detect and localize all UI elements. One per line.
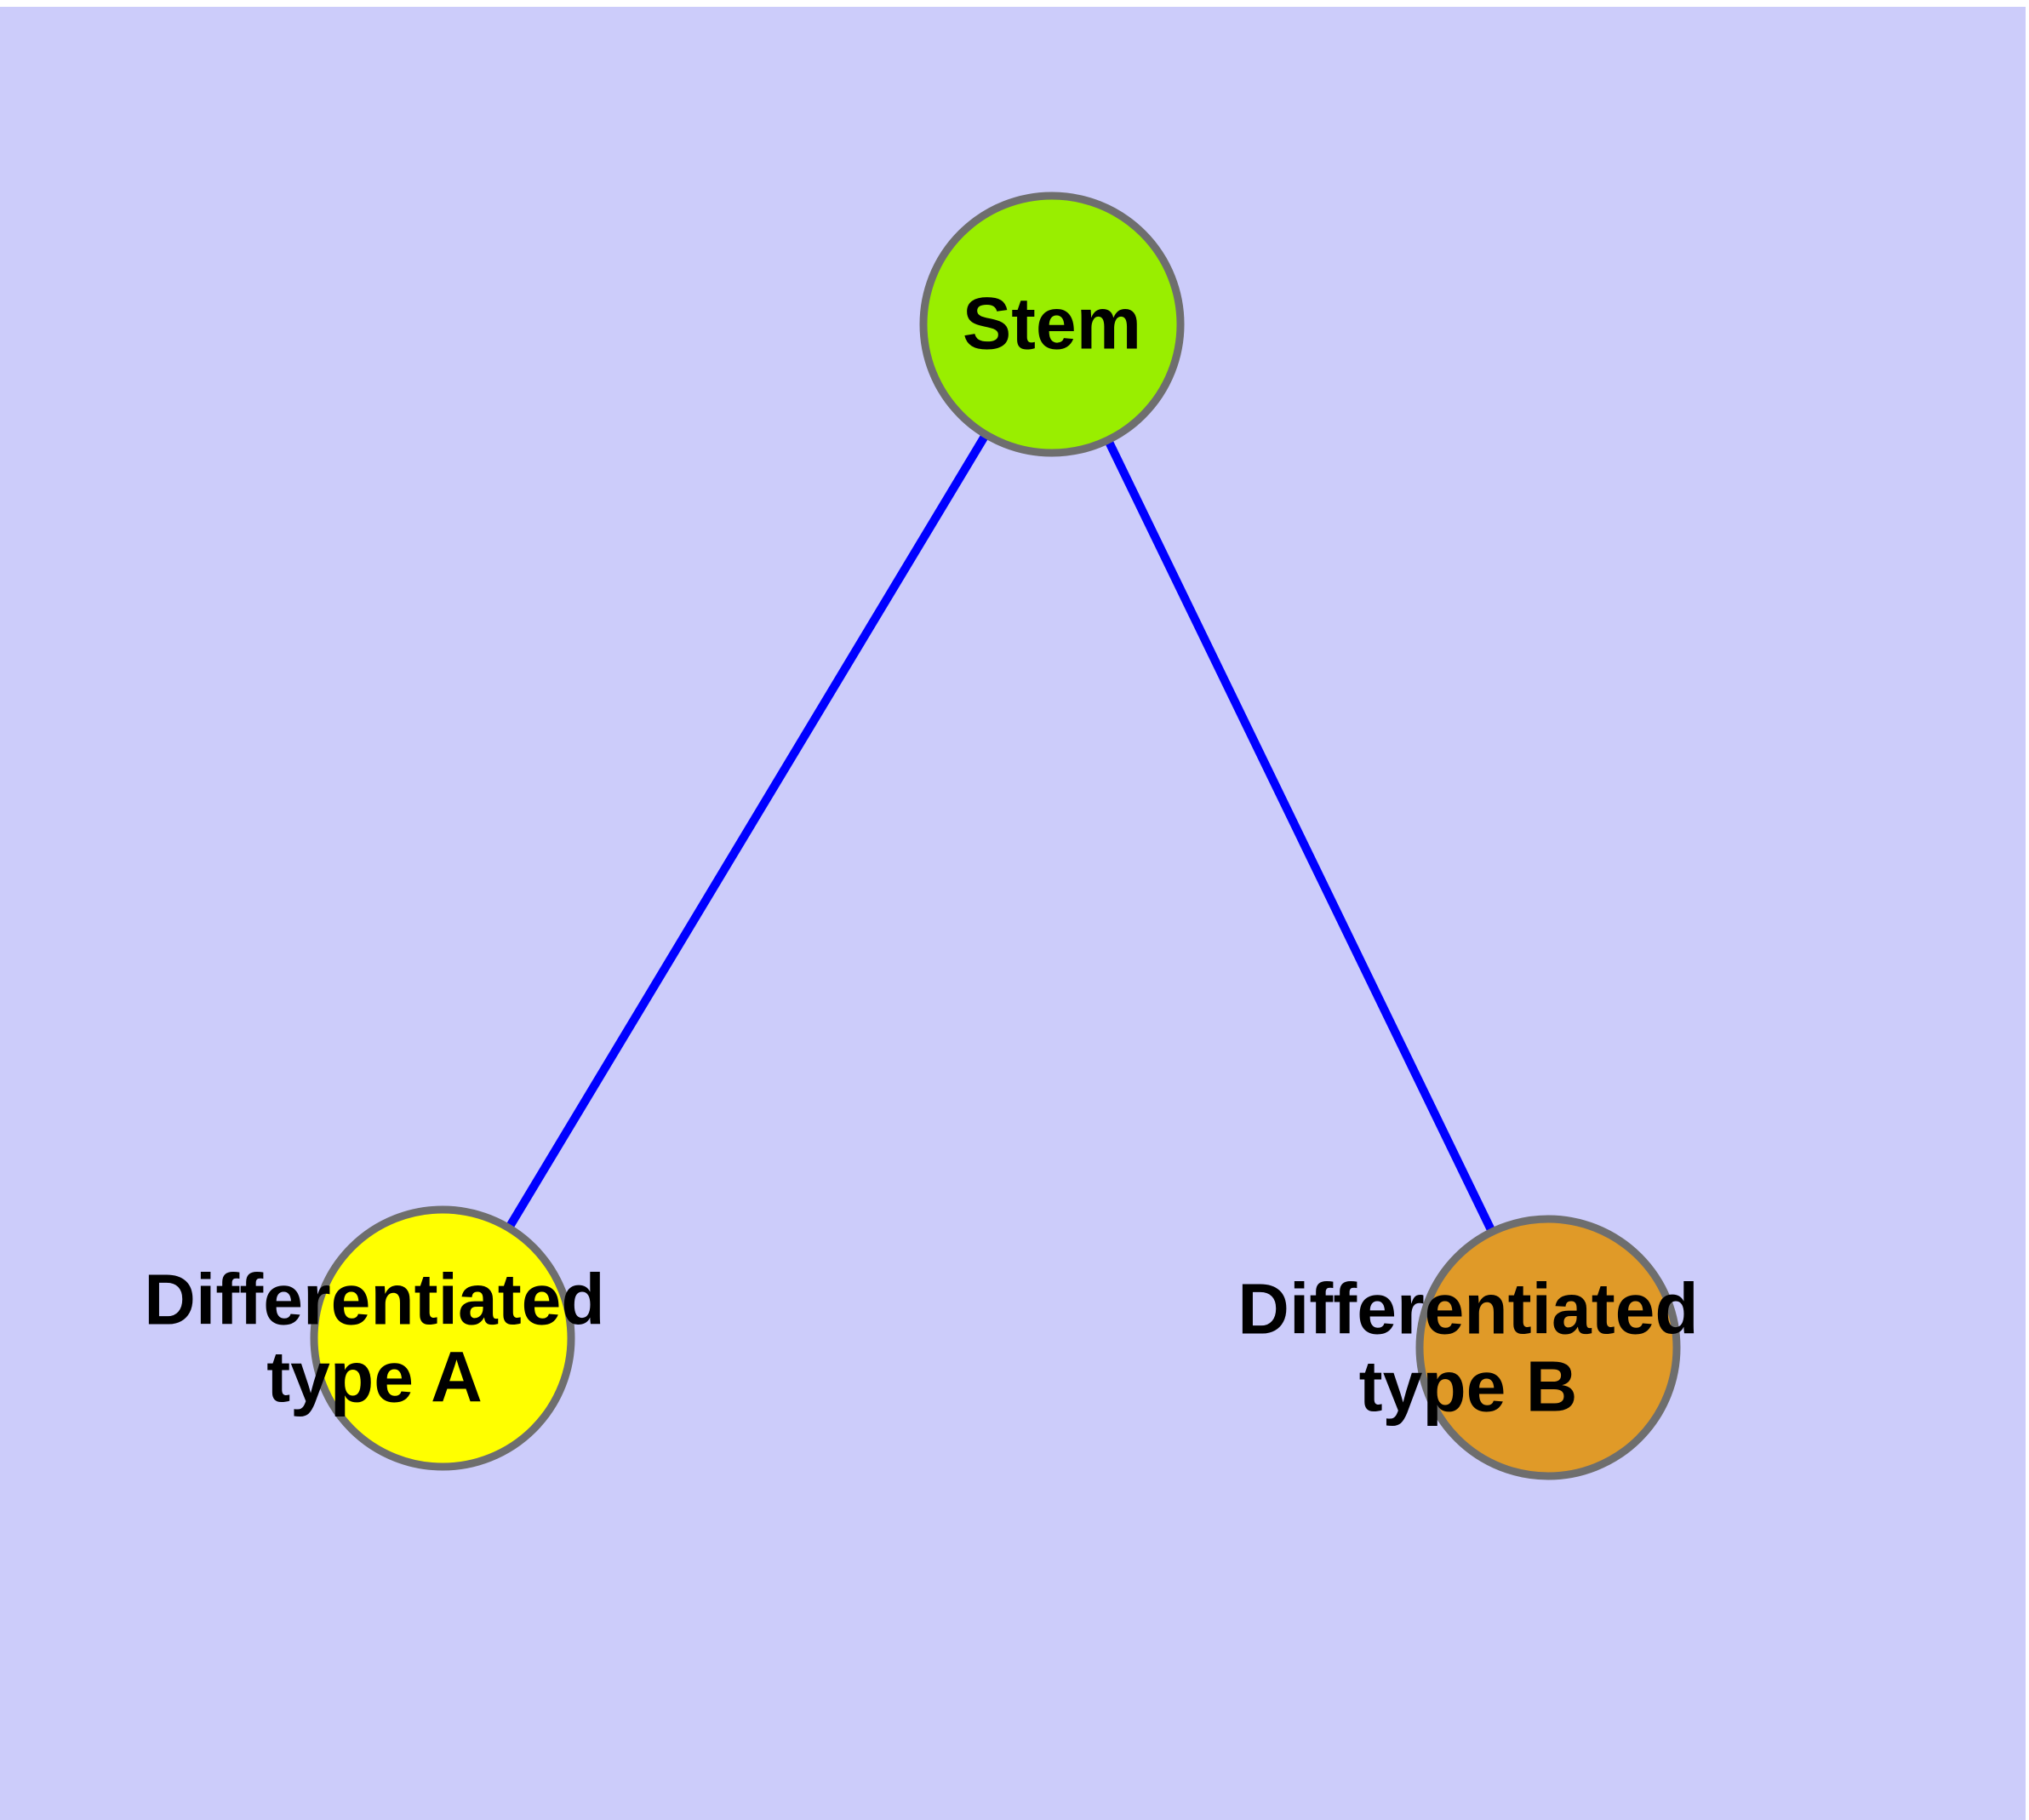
edge-stem-to-diff_b [1048,322,1552,1350]
node-circle-stem[interactable] [919,192,1185,457]
edge-stem-to-diff_a [438,322,1056,1341]
nodes-group [310,192,1681,1480]
edges-group [438,322,1552,1350]
graph-svg [310,192,1681,1480]
node-circle-diff_b[interactable] [1415,1215,1681,1480]
node-circle-diff_a[interactable] [310,1205,575,1471]
